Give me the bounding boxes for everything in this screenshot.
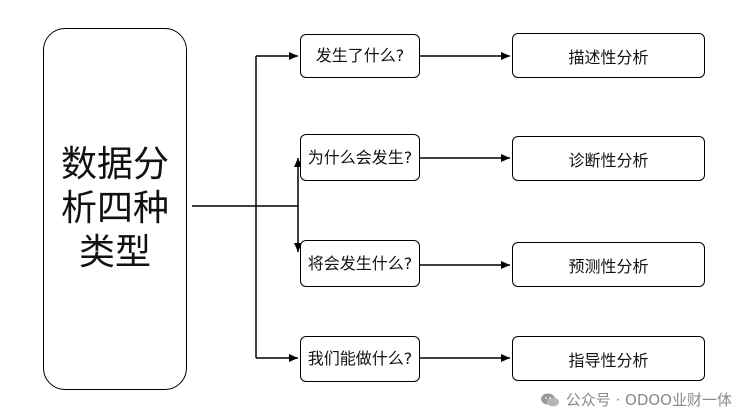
wechat-icon (540, 393, 559, 406)
result-node-3: 预测性分析 (512, 242, 705, 287)
question-label-2: 为什么会发生? (307, 147, 413, 167)
question-label-1: 发生了什么? (315, 46, 405, 65)
watermark: 公众号 · ODOO业财一体 (540, 389, 732, 410)
question-node-1: 发生了什么? (300, 34, 420, 78)
question-node-3: 将会发生什么? (300, 240, 420, 287)
result-node-1: 描述性分析 (512, 33, 705, 78)
main-node-label: 数据分析四种类型 (60, 144, 169, 273)
result-label-3: 预测性分析 (568, 256, 649, 276)
result-label-1: 描述性分析 (568, 47, 649, 67)
main-node: 数据分析四种类型 (43, 28, 187, 390)
result-node-2: 诊断性分析 (512, 136, 705, 181)
watermark-text: 公众号 · ODOO业财一体 (565, 391, 732, 409)
question-label-4: 我们能做什么? (307, 349, 413, 368)
question-node-4: 我们能做什么? (300, 336, 420, 382)
result-label-4: 指导性分析 (568, 350, 649, 370)
question-label-3: 将会发生什么? (307, 253, 413, 273)
result-label-2: 诊断性分析 (568, 150, 649, 170)
result-node-4: 指导性分析 (512, 336, 705, 381)
question-node-2: 为什么会发生? (300, 134, 420, 181)
